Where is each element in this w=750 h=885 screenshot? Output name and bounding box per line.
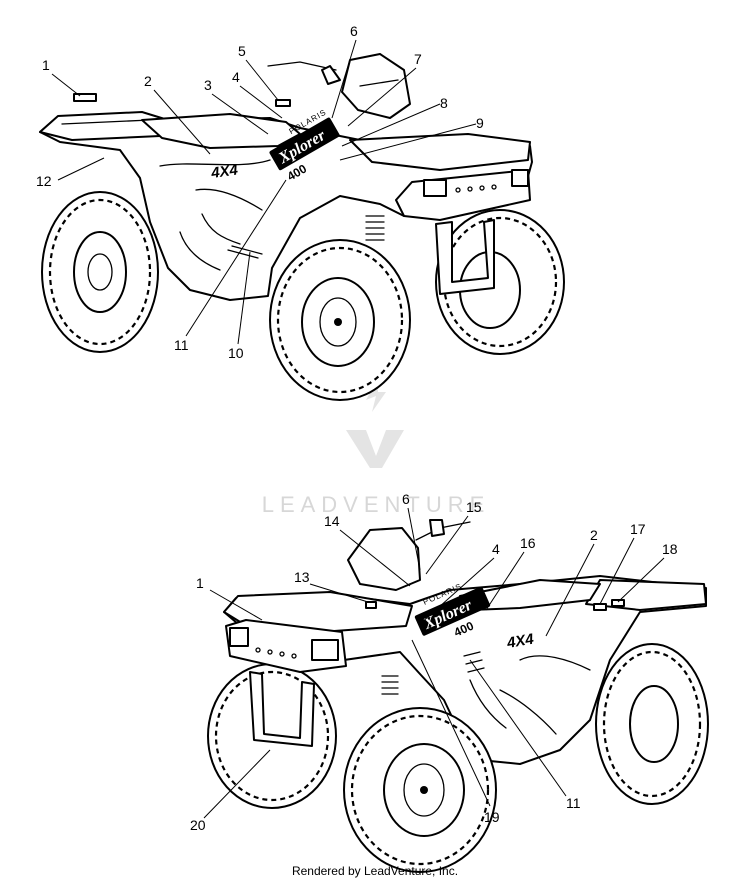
svg-text:4: 4 <box>232 69 240 85</box>
watermark: LEADVENTURE <box>262 378 491 517</box>
svg-text:3: 3 <box>204 77 212 93</box>
top-leader-lines <box>51 39 477 345</box>
bottom-callouts: 1 2 4 6 11 13 14 15 16 17 18 19 20 <box>190 491 678 833</box>
bottom-label-13 <box>365 601 377 609</box>
top-wheel-left <box>41 191 159 353</box>
bottom-wheel-front <box>343 707 497 873</box>
svg-text:14: 14 <box>324 513 340 529</box>
bottom-bumper-holes <box>255 647 297 659</box>
svg-text:18: 18 <box>662 541 678 557</box>
svg-text:17: 17 <box>630 521 646 537</box>
svg-text:19: 19 <box>484 809 500 825</box>
svg-text:13: 13 <box>294 569 310 585</box>
bottom-wheel-right <box>595 643 709 805</box>
svg-text:2: 2 <box>590 527 598 543</box>
top-decal-4x4: 4X4 <box>209 161 239 182</box>
svg-text:7: 7 <box>414 51 422 67</box>
svg-text:15: 15 <box>466 499 482 515</box>
bottom-label-17 <box>593 603 607 611</box>
watermark-text: LEADVENTURE <box>262 492 491 517</box>
top-callouts: 1 2 3 4 5 6 7 8 9 10 11 12 <box>36 23 484 361</box>
footer-credit: Rendered by LeadVenture, Inc. <box>291 864 459 878</box>
svg-text:5: 5 <box>238 43 246 59</box>
top-handlebar-pod <box>341 53 411 119</box>
svg-text:11: 11 <box>174 337 189 353</box>
top-wheel-front-right <box>269 239 411 401</box>
svg-text:11: 11 <box>566 795 581 811</box>
bottom-decal-4x4: 4X4 <box>505 630 536 652</box>
svg-text:12: 12 <box>36 173 52 189</box>
svg-text:1: 1 <box>42 57 50 73</box>
top-label-1 <box>73 93 97 102</box>
svg-text:2: 2 <box>144 73 152 89</box>
bottom-leader-lines <box>203 507 665 819</box>
top-seat <box>141 113 301 149</box>
top-bumper-holes <box>455 184 497 193</box>
svg-text:9: 9 <box>476 115 484 131</box>
top-front-rack <box>349 133 531 171</box>
svg-text:16: 16 <box>520 535 536 551</box>
svg-text:4: 4 <box>492 541 500 557</box>
svg-text:6: 6 <box>402 491 410 507</box>
svg-text:20: 20 <box>190 817 206 833</box>
atv-bottom-view: 4X4 Xplorer POLARIS 400 <box>207 519 709 873</box>
svg-text:1: 1 <box>196 575 204 591</box>
atv-top-view: 4X4 Xplorer POLARIS 400 <box>39 53 565 401</box>
bottom-handlebar-pod <box>347 527 421 591</box>
svg-text:10: 10 <box>228 345 244 361</box>
svg-text:8: 8 <box>440 95 448 111</box>
top-label-5 <box>275 99 291 107</box>
bottom-label-18 <box>611 599 625 607</box>
svg-text:6: 6 <box>350 23 358 39</box>
